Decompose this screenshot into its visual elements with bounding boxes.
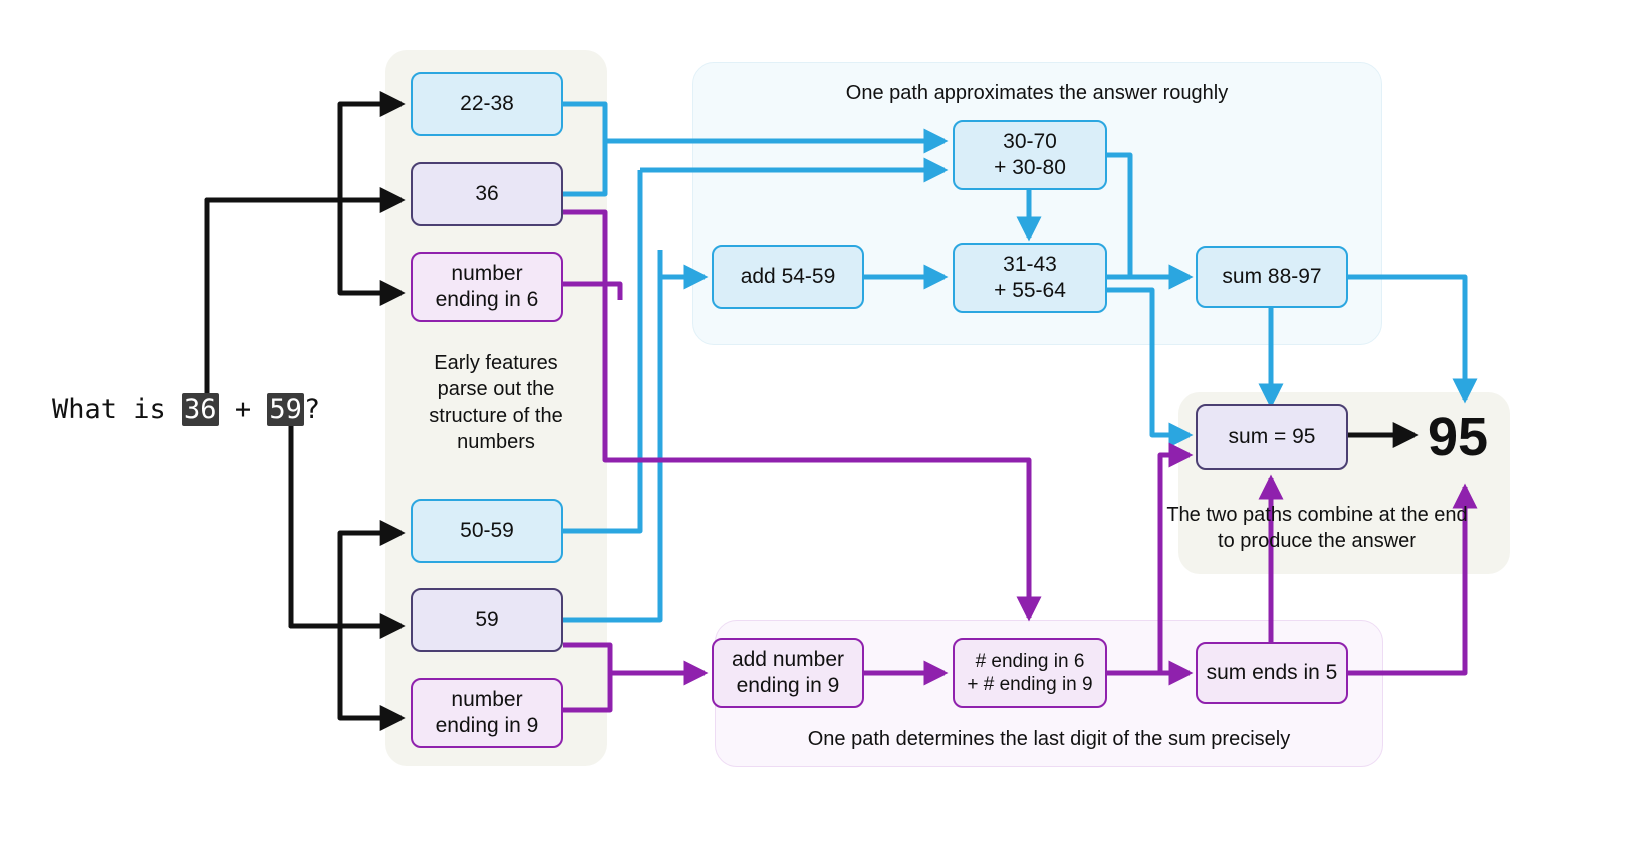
prompt-text: What is 36 + 59? [52,393,321,426]
node-add-number-ending-9[interactable]: add number ending in 9 [712,638,864,708]
node-approx-30-70[interactable]: 30-70 + 30-80 [953,120,1107,190]
prompt-prefix: What is [52,394,183,425]
caption-early-features: Early features parse out the structure o… [429,352,563,454]
node-ending-in-6[interactable]: number ending in 6 [411,252,563,322]
node-ending-in-9[interactable]: number ending in 9 [411,678,563,748]
prompt-middle: + [218,394,268,425]
node-range-22-38[interactable]: 22-38 [411,72,563,136]
node-sum-ends-in-5[interactable]: sum ends in 5 [1196,642,1348,704]
node-hash-ending[interactable]: # ending in 6 + # ending in 9 [953,638,1107,708]
caption-combine: The two paths combine at the end to prod… [1166,504,1468,553]
prompt-operand-a: 36 [182,393,219,426]
node-num-36[interactable]: 36 [411,162,563,226]
node-approx-31-43[interactable]: 31-43 + 55-64 [953,243,1107,313]
prompt-suffix: ? [303,394,321,425]
node-num-59[interactable]: 59 [411,588,563,652]
caption-precise-path: One path determines the last digit of th… [807,728,1291,750]
node-sum-88-97[interactable]: sum 88-97 [1196,246,1348,308]
node-add-54-59[interactable]: add 54-59 [712,245,864,309]
prompt-operand-b: 59 [267,393,304,426]
node-sum-95[interactable]: sum = 95 [1196,404,1348,470]
node-range-50-59[interactable]: 50-59 [411,499,563,563]
caption-approx-path: One path approximates the answer roughly [845,82,1229,104]
answer-value: 95 [1428,407,1489,467]
